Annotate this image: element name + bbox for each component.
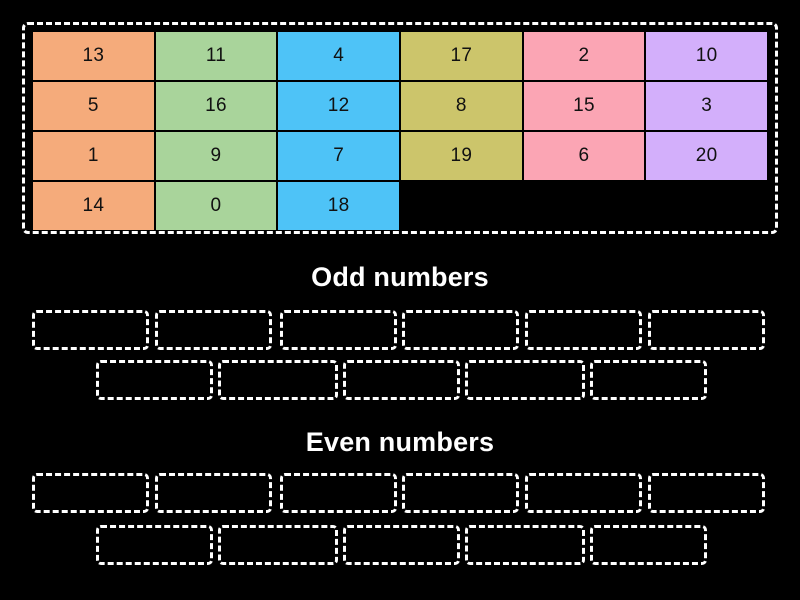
tile-placeholder [646,182,767,230]
number-tile[interactable]: 4 [278,32,399,80]
odd-dropzone-slot[interactable] [590,360,707,400]
even-dropzone-slot[interactable] [218,525,338,565]
even-dropzone-slot[interactable] [590,525,707,565]
number-tile[interactable]: 19 [400,132,522,180]
number-tile[interactable]: 13 [33,32,154,80]
even-dropzone-slot[interactable] [648,473,765,513]
odd-dropzone-slot[interactable] [648,310,765,350]
even-dropzone-slot[interactable] [32,473,149,513]
even-dropzone-slot[interactable] [465,525,585,565]
odd-dropzone-slot[interactable] [96,360,213,400]
number-tile[interactable]: 12 [278,82,399,130]
number-tile[interactable]: 9 [155,132,277,180]
even-dropzone-slot[interactable] [343,525,460,565]
odd-dropzone-slot[interactable] [280,310,397,350]
even-dropzone-row-1 [0,473,800,513]
odd-dropzone-slot[interactable] [465,360,585,400]
even-dropzone-slot[interactable] [280,473,397,513]
number-tile[interactable]: 6 [523,132,645,180]
number-tile[interactable]: 20 [646,132,767,180]
odd-numbers-heading: Odd numbers [311,262,489,292]
odd-dropzone-row-1 [0,310,800,350]
number-tile[interactable]: 3 [646,82,767,130]
tile-placeholder [401,182,522,230]
odd-dropzone-slot[interactable] [155,310,272,350]
number-tile[interactable]: 11 [155,32,277,80]
number-tile[interactable]: 2 [523,32,645,80]
odd-dropzone-slot[interactable] [218,360,338,400]
even-dropzone-row-2 [0,525,800,565]
number-tile[interactable]: 5 [33,82,154,130]
odd-dropzone-row-2 [0,360,800,400]
number-tile[interactable]: 16 [155,82,277,130]
even-dropzone-slot[interactable] [525,473,642,513]
odd-dropzone-slot[interactable] [402,310,519,350]
number-tile[interactable]: 15 [523,82,645,130]
number-tile[interactable]: 0 [155,182,277,230]
number-tile[interactable]: 14 [33,182,154,230]
number-tile[interactable]: 17 [400,32,522,80]
even-numbers-heading: Even numbers [305,427,495,457]
odd-dropzone-slot[interactable] [32,310,149,350]
even-dropzone-slot[interactable] [96,525,213,565]
number-tile[interactable]: 1 [33,132,154,180]
number-tile[interactable]: 7 [278,132,399,180]
number-tile[interactable]: 10 [646,32,767,80]
odd-dropzone-slot[interactable] [343,360,460,400]
odd-dropzone-slot[interactable] [525,310,642,350]
even-dropzone-slot[interactable] [402,473,519,513]
even-dropzone-slot[interactable] [155,473,272,513]
number-tile[interactable]: 18 [278,182,399,230]
tile-placeholder [524,182,645,230]
number-tile[interactable]: 8 [400,82,522,130]
